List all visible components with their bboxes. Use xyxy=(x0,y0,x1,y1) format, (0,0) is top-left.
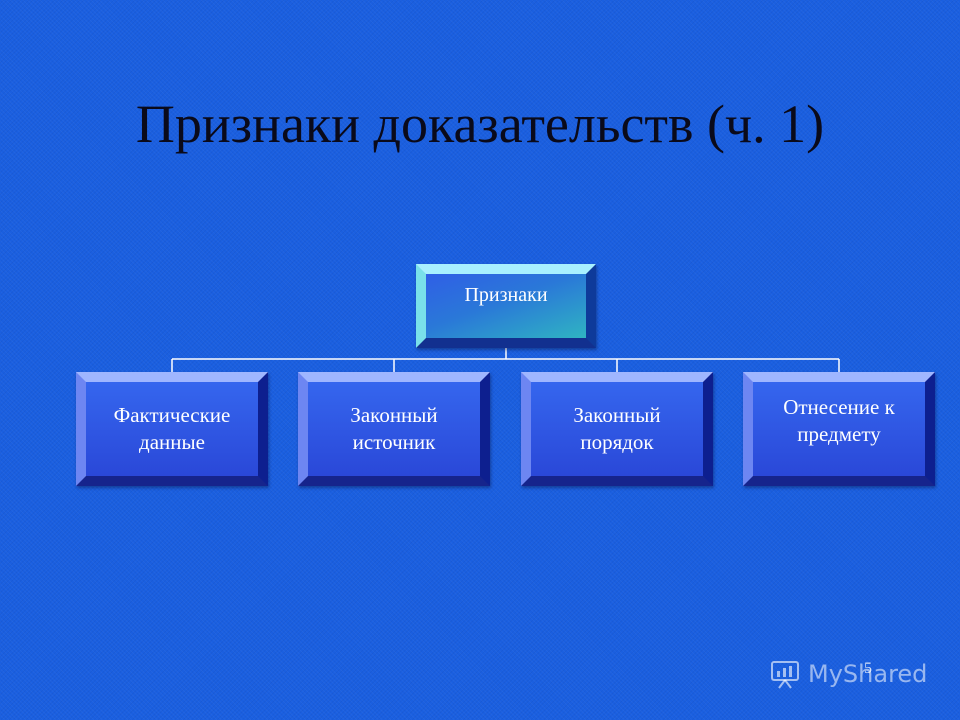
child-node-relevance: Отнесение к предмету xyxy=(743,372,935,486)
page-title: Признаки доказательств (ч. 1) xyxy=(135,94,825,154)
presentation-board-icon xyxy=(771,661,799,689)
child-node-label: Фактические данные xyxy=(113,402,231,454)
slide-number: 5 xyxy=(864,660,872,677)
root-node: Признаки xyxy=(416,264,596,348)
myshared-watermark: MyShared xyxy=(768,656,927,692)
child-node-label: Законный порядок xyxy=(573,402,661,454)
child-node-procedure: Законный порядок xyxy=(521,372,713,486)
child-node-label: Отнесение к предмету xyxy=(783,395,895,447)
child-node-source: Законный источник xyxy=(298,372,490,486)
child-node-facts: Фактические данные xyxy=(76,372,268,486)
root-node-label: Признаки xyxy=(464,284,548,306)
child-node-label: Законный источник xyxy=(350,402,438,454)
watermark-text: MyShared xyxy=(808,660,928,688)
